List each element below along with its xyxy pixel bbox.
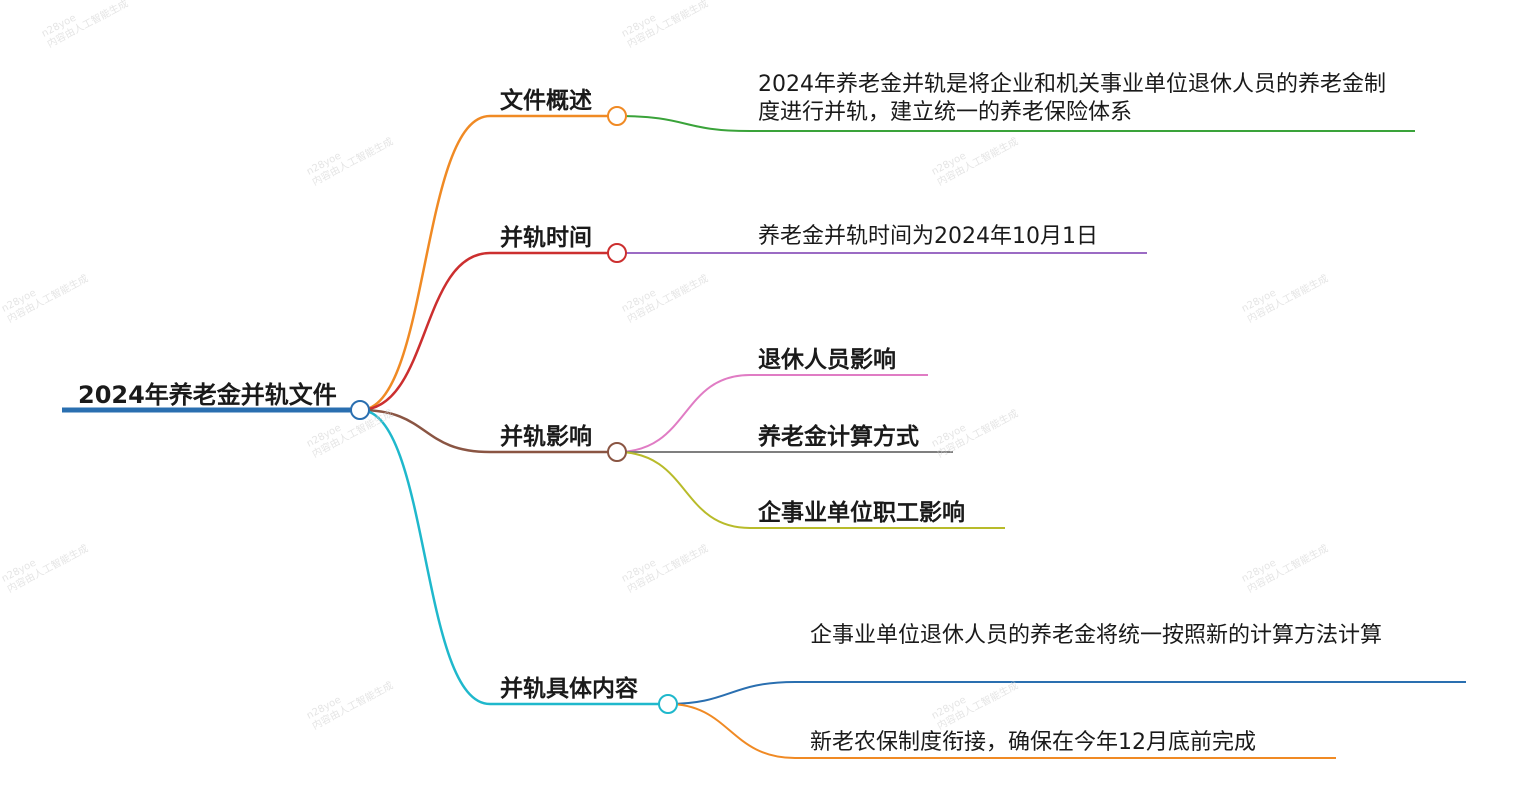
connector-branch-3-child-0 (667, 681, 1466, 705)
sub-node-label-employees[interactable]: 企事业单位职工影响 (758, 500, 965, 526)
branch-node-label-overview[interactable]: 文件概述 (500, 88, 592, 114)
branch-node-label-content[interactable]: 并轨具体内容 (500, 676, 638, 702)
connector-root-branch-2 (359, 408, 617, 454)
connector-root-branch-0 (359, 114, 617, 412)
branch-node-label-impact[interactable]: 并轨影响 (500, 424, 592, 450)
leaf-node-label[interactable]: 新老农保制度衔接，确保在今年12月底前完成 (810, 730, 1256, 755)
root-collapse-handle[interactable] (350, 400, 370, 420)
connector-branch-0-child-0 (616, 115, 1415, 132)
sub-node-label-retiree[interactable]: 退休人员影响 (758, 347, 896, 373)
branch-0-collapse-handle[interactable] (607, 106, 627, 126)
branch-3-collapse-handle[interactable] (658, 694, 678, 714)
sub-node-label-calculation[interactable]: 养老金计算方式 (758, 424, 919, 450)
branch-1-collapse-handle[interactable] (607, 243, 627, 263)
connector-branch-2-child-0 (616, 374, 928, 453)
connector-branch-3-child-1 (667, 703, 1336, 759)
branch-2-collapse-handle[interactable] (607, 442, 627, 462)
connector-root-branch-3 (359, 408, 668, 706)
branch-node-label-time[interactable]: 并轨时间 (500, 225, 592, 251)
leaf-node-label[interactable]: 养老金并轨时间为2024年10月1日 (758, 224, 1098, 249)
root-node-label[interactable]: 2024年养老金并轨文件 (78, 381, 337, 409)
connector-branch-2-child-2 (616, 451, 1005, 529)
leaf-node-label[interactable]: 2024年养老金并轨是将企业和机关事业单位退休人员的养老金制度进行并轨，建立统一… (758, 72, 1386, 125)
leaf-node-label[interactable]: 企事业单位退休人员的养老金将统一按照新的计算方法计算 (810, 623, 1383, 648)
connector-root-branch-1 (359, 251, 617, 412)
